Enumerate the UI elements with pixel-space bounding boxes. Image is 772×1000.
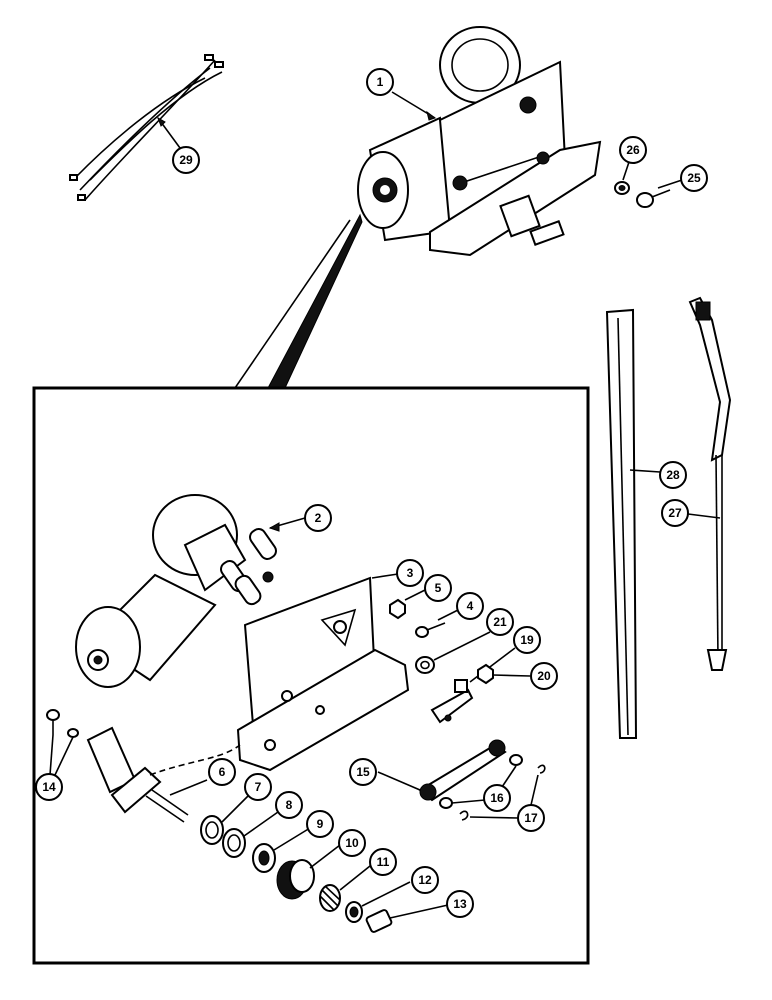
bushing-10	[276, 859, 315, 900]
clip-17a	[537, 764, 546, 774]
svg-text:20: 20	[537, 669, 551, 683]
washer-26	[614, 181, 630, 195]
washer-21	[415, 656, 435, 674]
svg-text:3: 3	[407, 566, 414, 580]
callout-12: 12	[411, 866, 439, 894]
callout-29: 29	[172, 146, 200, 174]
washer-7	[200, 815, 224, 845]
nut-9	[252, 843, 276, 873]
svg-text:11: 11	[377, 855, 390, 869]
callout-5: 5	[424, 574, 452, 602]
washer-16a	[509, 754, 523, 766]
drive-link-15	[418, 739, 507, 802]
motor	[75, 494, 277, 688]
callout-13: 13	[446, 890, 474, 918]
callout-3: 3	[396, 559, 424, 587]
nut-5	[389, 598, 406, 620]
callout-6: 6	[208, 758, 236, 786]
svg-text:29: 29	[179, 153, 193, 167]
callout-21: 21	[486, 608, 514, 636]
svg-text:10: 10	[345, 836, 359, 850]
callout-10: 10	[338, 829, 366, 857]
callout-8: 8	[275, 791, 303, 819]
washer-16b	[439, 797, 453, 809]
svg-text:12: 12	[418, 873, 432, 887]
pivot-shaft-6	[86, 726, 189, 823]
svg-text:25: 25	[687, 171, 701, 185]
nut-20	[477, 663, 494, 685]
callout-15: 15	[349, 758, 377, 786]
svg-text:28: 28	[666, 468, 680, 482]
crank-arm-19	[430, 679, 474, 724]
svg-text:4: 4	[467, 599, 474, 613]
callout-26: 26	[619, 136, 647, 164]
callout-7: 7	[244, 773, 272, 801]
wiper-arm	[688, 296, 732, 671]
exploded-view-frame	[32, 386, 590, 965]
callout-16: 16	[483, 784, 511, 812]
spline-adapter-11	[319, 884, 341, 912]
svg-text:17: 17	[524, 811, 538, 825]
svg-text:27: 27	[668, 506, 682, 520]
svg-text:14: 14	[42, 780, 56, 794]
callout-14: 14	[35, 773, 63, 801]
screw-25	[636, 189, 671, 208]
callout-4: 4	[456, 592, 484, 620]
svg-text:16: 16	[490, 791, 504, 805]
callout-20: 20	[530, 662, 558, 690]
svg-text:2: 2	[315, 511, 322, 525]
svg-text:5: 5	[435, 581, 442, 595]
washer-12	[345, 901, 363, 923]
svg-text:21: 21	[493, 615, 507, 629]
clip-17b	[459, 810, 469, 821]
svg-text:7: 7	[255, 780, 262, 794]
callout-2: 2	[304, 504, 332, 532]
callout-11: 11	[369, 848, 397, 876]
callout-28: 28	[659, 461, 687, 489]
svg-text:9: 9	[317, 817, 324, 831]
wiper-blade	[605, 308, 638, 739]
callout-17: 17	[517, 804, 545, 832]
svg-text:6: 6	[219, 765, 226, 779]
cap-nut-13	[365, 909, 393, 933]
svg-text:19: 19	[520, 633, 534, 647]
callout-25: 25	[680, 164, 708, 192]
wiring-harness	[69, 54, 224, 201]
svg-text:15: 15	[356, 765, 370, 779]
callout-19: 19	[513, 626, 541, 654]
callout-1: 1	[366, 68, 394, 96]
motor-bracket	[236, 576, 410, 772]
svg-text:13: 13	[453, 897, 467, 911]
wiper-motor-assembly	[357, 26, 602, 257]
washer-8	[222, 828, 246, 858]
svg-text:26: 26	[626, 143, 640, 157]
screw-14	[46, 709, 79, 738]
screw-4	[415, 622, 446, 638]
callout-27: 27	[661, 499, 689, 527]
svg-text:1: 1	[377, 75, 384, 89]
callout-9: 9	[306, 810, 334, 838]
svg-text:8: 8	[286, 798, 293, 812]
